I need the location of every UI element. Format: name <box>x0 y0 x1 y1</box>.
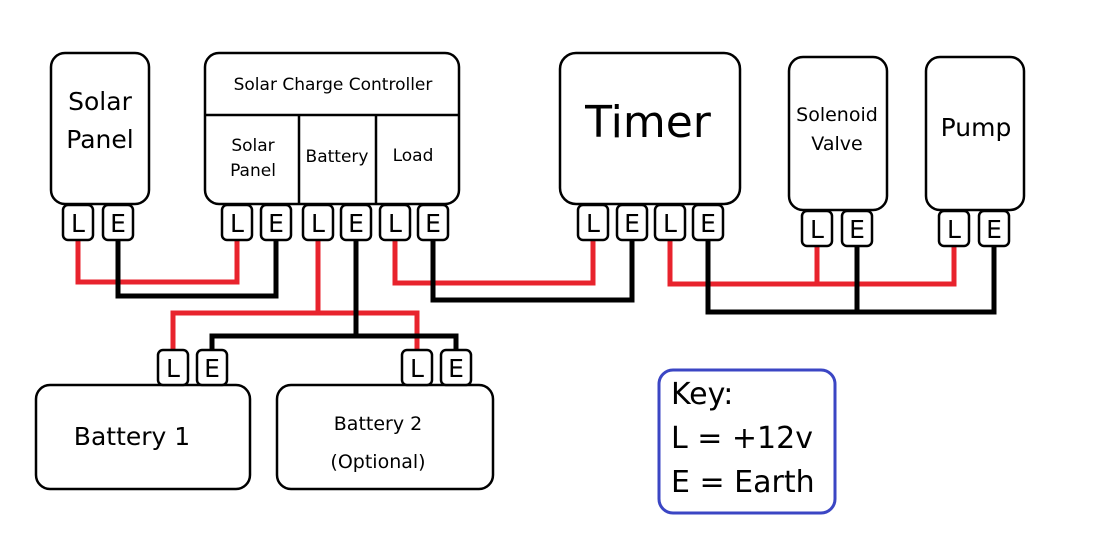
battery-1-label: Battery 1 <box>74 422 190 451</box>
solar-panel-label-2: Panel <box>66 125 133 154</box>
terminal-solar-panel-earth[interactable]: E <box>101 203 135 242</box>
svg-text:E: E <box>849 215 865 244</box>
svg-text:E: E <box>624 209 640 238</box>
svg-text:E: E <box>110 209 126 238</box>
terminal-timer-out-earth[interactable]: E <box>691 203 725 242</box>
key-earth-definition: E = Earth <box>671 465 815 500</box>
svg-text:L: L <box>166 354 180 383</box>
terminal-battery-1-earth[interactable]: E <box>195 348 229 387</box>
controller-battery-label: Battery <box>306 147 369 167</box>
wire-load-to-timer-live <box>392 237 596 286</box>
timer-label: Timer <box>584 97 712 148</box>
svg-text:L: L <box>388 209 402 238</box>
controller-load-label: Load <box>393 146 434 166</box>
svg-text:E: E <box>700 209 716 238</box>
key-live-definition: L = +12v <box>671 421 813 456</box>
terminal-pump-earth[interactable]: E <box>977 209 1011 248</box>
terminal-controller-load-earth[interactable]: E <box>416 203 450 242</box>
terminal-controller-load-live[interactable]: L <box>378 203 412 242</box>
svg-text:L: L <box>663 209 677 238</box>
controller-solar-panel-label-2: Panel <box>230 161 276 181</box>
svg-text:E: E <box>425 209 441 238</box>
battery-1-block[interactable]: Battery 1 <box>34 383 252 491</box>
solenoid-valve-label-1: Solenoid <box>796 104 878 126</box>
svg-text:E: E <box>986 215 1002 244</box>
terminals: L E L E L E L E <box>61 203 1011 387</box>
controller-solar-panel-label-1: Solar <box>231 136 274 156</box>
svg-text:L: L <box>810 215 824 244</box>
svg-text:E: E <box>268 209 284 238</box>
terminal-pump-live[interactable]: L <box>937 209 971 248</box>
terminal-solenoid-earth[interactable]: E <box>840 209 874 248</box>
terminal-timer-out-live[interactable]: L <box>653 203 687 242</box>
live-wires <box>75 237 957 356</box>
wire-battery-live-bus <box>170 310 420 356</box>
terminal-battery-2-earth[interactable]: E <box>439 348 473 387</box>
battery-2-block[interactable]: Battery 2 (Optional) <box>275 383 495 491</box>
wire-timer-to-loads-earth <box>705 237 997 315</box>
svg-text:L: L <box>311 209 325 238</box>
terminal-controller-panel-live[interactable]: L <box>220 203 254 242</box>
charge-controller-block[interactable]: Solar Charge Controller Solar Panel Batt… <box>203 51 461 206</box>
terminal-controller-battery-live[interactable]: L <box>301 203 335 242</box>
svg-text:E: E <box>204 354 220 383</box>
terminal-controller-battery-earth[interactable]: E <box>339 203 373 242</box>
svg-text:E: E <box>448 354 464 383</box>
wire-panel-to-controller-live <box>75 237 240 285</box>
wire-timer-to-loads-live <box>667 237 957 287</box>
svg-text:L: L <box>230 209 244 238</box>
earth-wires <box>115 237 997 356</box>
svg-text:E: E <box>348 209 364 238</box>
wire-load-to-timer-earth <box>430 237 635 303</box>
solar-panel-label-1: Solar <box>68 87 132 116</box>
terminal-battery-2-live[interactable]: L <box>400 348 434 387</box>
svg-text:L: L <box>410 354 424 383</box>
solar-panel-block[interactable]: Solar Panel <box>49 51 151 206</box>
terminal-controller-panel-earth[interactable]: E <box>259 203 293 242</box>
terminal-battery-1-live[interactable]: L <box>156 348 190 387</box>
solenoid-valve-block[interactable]: Solenoid Valve <box>787 55 889 212</box>
key-title: Key: <box>671 377 733 412</box>
pump-block[interactable]: Pump <box>924 55 1026 212</box>
terminal-solenoid-live[interactable]: L <box>800 209 834 248</box>
battery-2-label-2: (Optional) <box>330 451 425 473</box>
key-legend: Key: L = +12v E = Earth <box>657 368 837 515</box>
svg-text:L: L <box>947 215 961 244</box>
wire-panel-to-controller-earth <box>115 237 279 299</box>
terminal-solar-panel-live[interactable]: L <box>61 203 95 242</box>
svg-text:L: L <box>586 209 600 238</box>
wire-battery-earth-bus <box>209 333 459 356</box>
solenoid-valve-label-2: Valve <box>811 133 862 155</box>
timer-block[interactable]: Timer <box>558 51 742 206</box>
battery-2-label-1: Battery 2 <box>334 413 422 435</box>
svg-text:L: L <box>71 209 85 238</box>
terminal-timer-in-live[interactable]: L <box>576 203 610 242</box>
pump-label: Pump <box>941 113 1012 142</box>
terminal-timer-in-earth[interactable]: E <box>615 203 649 242</box>
charge-controller-title: Solar Charge Controller <box>234 75 433 95</box>
key-border <box>657 368 837 515</box>
